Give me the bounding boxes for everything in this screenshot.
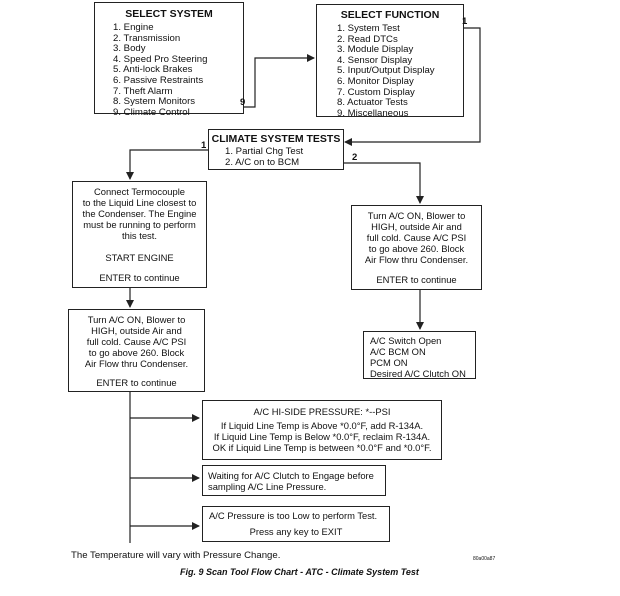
thermocouple-line: Connect Termocouple [93,186,186,197]
select-function-exit-label: 1 [462,16,468,27]
select-system-item[interactable]: 3. Body [113,43,146,55]
switch-status-box: A/C Switch Open A/C BCM ON PCM ON Desire… [363,331,476,379]
select-function-item[interactable]: 2. Read DTCs [337,33,398,45]
pressure-low-text: A/C Pressure is too Low to perform Test. [209,510,378,521]
pressure-rule-line: If Liquid Line Temp is Below *0.0°F, rec… [213,431,431,442]
select-function-item[interactable]: 1. System Test [337,23,400,34]
select-system-exit-label: 9 [240,97,246,108]
figure-code: 80a00a87 [473,556,496,562]
climate-system-tests-box: CLIMATE SYSTEM TESTS 1. Partial Chg Test… [208,129,344,170]
ac-on-right-line: Air Flow thru Condenser. [364,254,469,265]
switch-status-line: PCM ON [370,357,408,368]
select-system-title: SELECT SYSTEM [125,8,213,20]
select-system-item[interactable]: 2. Transmission [113,32,181,44]
select-system-item[interactable]: 4. Speed Pro Steering [113,53,208,65]
select-system-item[interactable]: 6. Passive Restraints [113,74,204,86]
waiting-line: sampling A/C Line Pressure. [208,481,327,492]
select-function-item[interactable]: 8. Actuator Tests [337,97,408,109]
pressure-too-low-box: A/C Pressure is too Low to perform Test.… [202,506,390,542]
footnote: The Temperature will vary with Pressure … [71,550,281,561]
select-function-item[interactable]: 9. Miscellaneous [337,107,409,119]
ac-on-right-box: Turn A/C ON, Blower to HIGH, outside Air… [351,205,482,290]
waiting-clutch-box: Waiting for A/C Clutch to Engage before … [202,465,386,496]
ac-on-left-line: Air Flow thru Condenser. [84,358,189,369]
select-function-item[interactable]: 3. Module Display [337,44,414,56]
climate-tests-item[interactable]: 2. A/C on to BCM [225,156,300,168]
thermocouple-line: must be running to perform [83,219,196,230]
enter-to-continue[interactable]: ENTER to continue [99,272,180,283]
ac-on-right-line: Turn A/C ON, Blower to [367,210,466,221]
ac-on-left-line: HIGH, outside Air and [91,325,182,336]
connector-climate-to-ac-right [342,162,424,204]
hi-side-pressure-title: A/C HI-SIDE PRESSURE: *--PSI [253,406,391,417]
enter-to-continue[interactable]: ENTER to continue [376,274,457,285]
select-function-title: SELECT FUNCTION [340,9,440,21]
ac-on-right-line: to go above 260. Block [368,243,465,254]
climate-tests-item[interactable]: 1. Partial Chg Test [225,146,304,157]
climate-tests-label-1: 1 [201,140,207,151]
select-function-item[interactable]: 5. Input/Output Display [337,65,435,77]
select-function-item[interactable]: 7. Custom Display [337,86,415,98]
select-system-item[interactable]: 9. Climate Control [113,106,190,118]
thermocouple-box: Connect Termocouple to the Liquid Line c… [72,181,207,288]
start-engine-text: START ENGINE [105,252,174,263]
connector-climate-to-thermocouple [126,149,209,180]
connector-function-to-climate [344,27,481,146]
ac-on-left-line: full cold. Cause A/C PSI [86,336,187,347]
thermocouple-line: to the Liquid Line closest to [82,197,197,208]
ac-on-left-box: Turn A/C ON, Blower to HIGH, outside Air… [68,309,205,392]
select-function-item[interactable]: 6. Monitor Display [337,75,414,87]
select-system-item[interactable]: 7. Theft Alarm [113,85,173,97]
select-function-item[interactable]: 4. Sensor Display [337,54,413,66]
select-system-item[interactable]: 5. Anti-lock Brakes [113,64,193,76]
select-function-box: SELECT FUNCTION 1. System Test 2. Read D… [316,4,464,119]
thermocouple-line: the Condenser. The Engine [82,208,197,219]
thermocouple-line: this test. [122,230,157,241]
switch-status-line: Desired A/C Clutch ON [370,368,466,379]
select-system-box: SELECT SYSTEM 1. Engine 2. Transmission … [94,2,244,117]
waiting-line: Waiting for A/C Clutch to Engage before [208,470,374,481]
select-system-item[interactable]: 8. System Monitors [113,96,196,108]
ac-on-left-line: to go above 260. Block [88,347,185,358]
select-system-item[interactable]: 1. Engine [113,22,154,33]
pressure-rule-line: If Liquid Line Temp is Above *0.0°F, add… [220,420,424,431]
ac-on-right-line: HIGH, outside Air and [371,221,462,232]
enter-to-continue[interactable]: ENTER to continue [96,377,177,388]
hi-side-pressure-box: A/C HI-SIDE PRESSURE: *--PSI If Liquid L… [202,400,442,460]
pressure-rule-line: OK if Liquid Line Temp is between *0.0°F… [212,442,432,453]
switch-status-line: A/C Switch Open [370,335,442,346]
climate-tests-label-2: 2 [352,152,358,163]
ac-on-right-line: full cold. Cause A/C PSI [366,232,467,243]
figure-caption: Fig. 9 Scan Tool Flow Chart - ATC - Clim… [180,567,419,577]
press-any-key-text[interactable]: Press any key to EXIT [249,526,343,537]
ac-on-left-line: Turn A/C ON, Blower to [87,314,186,325]
switch-status-line: A/C BCM ON [370,346,426,357]
climate-tests-title: CLIMATE SYSTEM TESTS [211,133,341,145]
